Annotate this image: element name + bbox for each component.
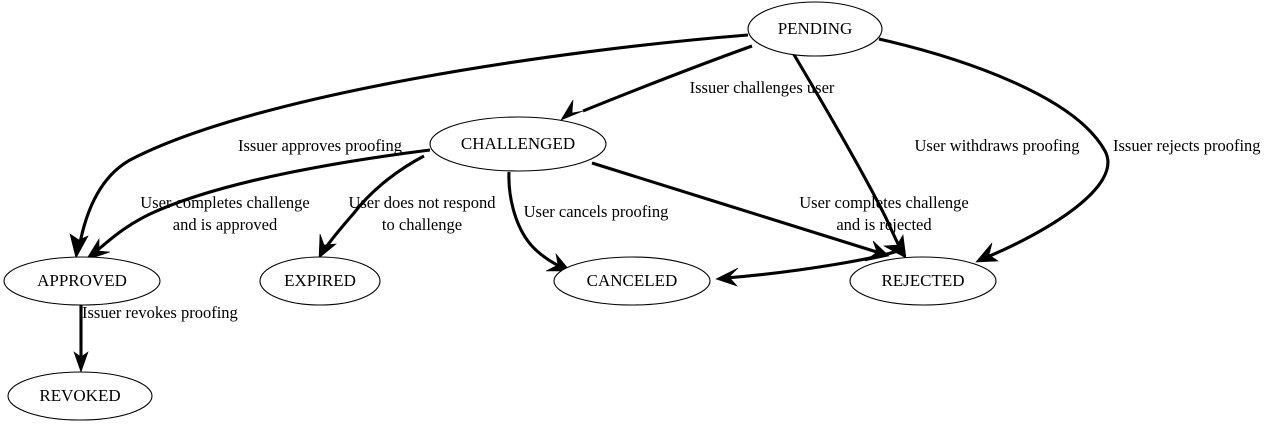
node-shape-rejected[interactable] <box>849 256 997 306</box>
edge-pending-rejected-withdraw <box>791 52 907 259</box>
arrowhead-canceled-from-challenged <box>545 252 571 272</box>
edge-label-line-1: User completes challenge <box>140 193 310 212</box>
node-rejected[interactable]: REJECTED <box>849 256 997 306</box>
edge-label-line-2: to challenge <box>382 215 462 234</box>
edge-path-user-completes-challenge-rejected <box>591 161 881 255</box>
arrowhead-expired-from-challenged <box>318 233 337 259</box>
edge-label-issuer-revokes-proofing: Issuer revokes proofing <box>82 303 238 322</box>
edge-path-user-does-not-respond <box>322 154 425 251</box>
edge-label-issuer-challenges-user: Issuer challenges user <box>690 78 835 97</box>
nodes-layer: PENDING CHALLENGED APPROVED EXPIRED CANC… <box>3 1 997 421</box>
edge-label-user-cancels-proofing: User cancels proofing <box>524 202 669 221</box>
edge-challenged-canceled <box>507 171 571 272</box>
edge-pending-challenged <box>560 44 753 121</box>
arrowhead-revoked-from-approved <box>73 351 89 373</box>
edge-label-issuer-approves-proofing: Issuer approves proofing <box>238 136 402 155</box>
edge-pending-approved <box>69 33 749 259</box>
node-label-approved: APPROVED <box>37 271 127 290</box>
node-expired[interactable]: EXPIRED <box>259 256 381 306</box>
edge-path-pending-challenges-user <box>582 44 753 113</box>
node-shape-expired[interactable] <box>259 256 381 306</box>
arrowhead-approved-from-pending <box>69 233 89 259</box>
edge-path-user-withdraws-proofing <box>791 52 903 251</box>
edge-label-line-2: and is rejected <box>836 215 932 234</box>
edge-labels-layer: Issuer challenges user Issuer approves p… <box>82 78 1261 322</box>
arrowhead-approved-from-challenged <box>85 237 111 261</box>
node-label-canceled: CANCELED <box>587 271 678 290</box>
edge-label-user-completes-challenge-rejected: User completes challenge and is rejected <box>799 193 969 234</box>
edge-challenged-expired <box>318 154 425 259</box>
edge-label-user-completes-challenge-approved: User completes challenge and is approved <box>140 193 310 234</box>
arrowhead-rejected-from-pending-reject <box>975 242 999 263</box>
edge-pending-rejected-reject <box>878 37 1110 263</box>
edge-path-issuer-approves-proofing <box>77 33 749 249</box>
edge-path-into-canceled-from-right <box>725 248 901 280</box>
edge-challenged-approved <box>85 148 431 261</box>
node-label-expired: EXPIRED <box>284 271 356 290</box>
edge-label-user-withdraws-proofing: User withdraws proofing <box>915 136 1080 155</box>
node-shape-revoked[interactable] <box>7 371 153 421</box>
edge-crossing-into-canceled <box>715 248 901 287</box>
node-shape-pending[interactable] <box>747 1 883 57</box>
edge-label-line-2: and is approved <box>173 215 278 234</box>
node-shape-canceled[interactable] <box>553 256 711 306</box>
node-pending[interactable]: PENDING <box>747 1 883 57</box>
edge-label-issuer-rejects-proofing: Issuer rejects proofing <box>1113 136 1261 155</box>
edge-approved-revoked <box>73 305 89 373</box>
arrowhead-challenged-from-pending <box>560 99 584 121</box>
node-label-revoked: REVOKED <box>39 386 120 405</box>
edge-label-line-1: User does not respond <box>348 193 496 212</box>
node-label-rejected: REJECTED <box>881 271 964 290</box>
node-shape-challenged[interactable] <box>429 116 607 172</box>
arrowhead-rejected-from-pending-withdraw <box>882 234 907 259</box>
node-canceled[interactable]: CANCELED <box>553 256 711 306</box>
node-revoked[interactable]: REVOKED <box>7 371 153 421</box>
node-shape-approved[interactable] <box>3 256 161 306</box>
edges-layer <box>69 33 1110 373</box>
edge-path-user-completes-challenge-approved <box>92 148 431 256</box>
node-label-pending: PENDING <box>778 19 853 38</box>
node-approved[interactable]: APPROVED <box>3 256 161 306</box>
edge-label-user-does-not-respond: User does not respond to challenge <box>348 193 496 234</box>
arrowhead-canceled-from-right <box>715 267 739 287</box>
node-challenged[interactable]: CHALLENGED <box>429 116 607 172</box>
edge-path-user-cancels-proofing <box>507 171 562 269</box>
node-label-challenged: CHALLENGED <box>461 134 575 153</box>
edge-path-issuer-rejects-proofing <box>878 37 1110 260</box>
edge-label-line-1: User completes challenge <box>799 193 969 212</box>
